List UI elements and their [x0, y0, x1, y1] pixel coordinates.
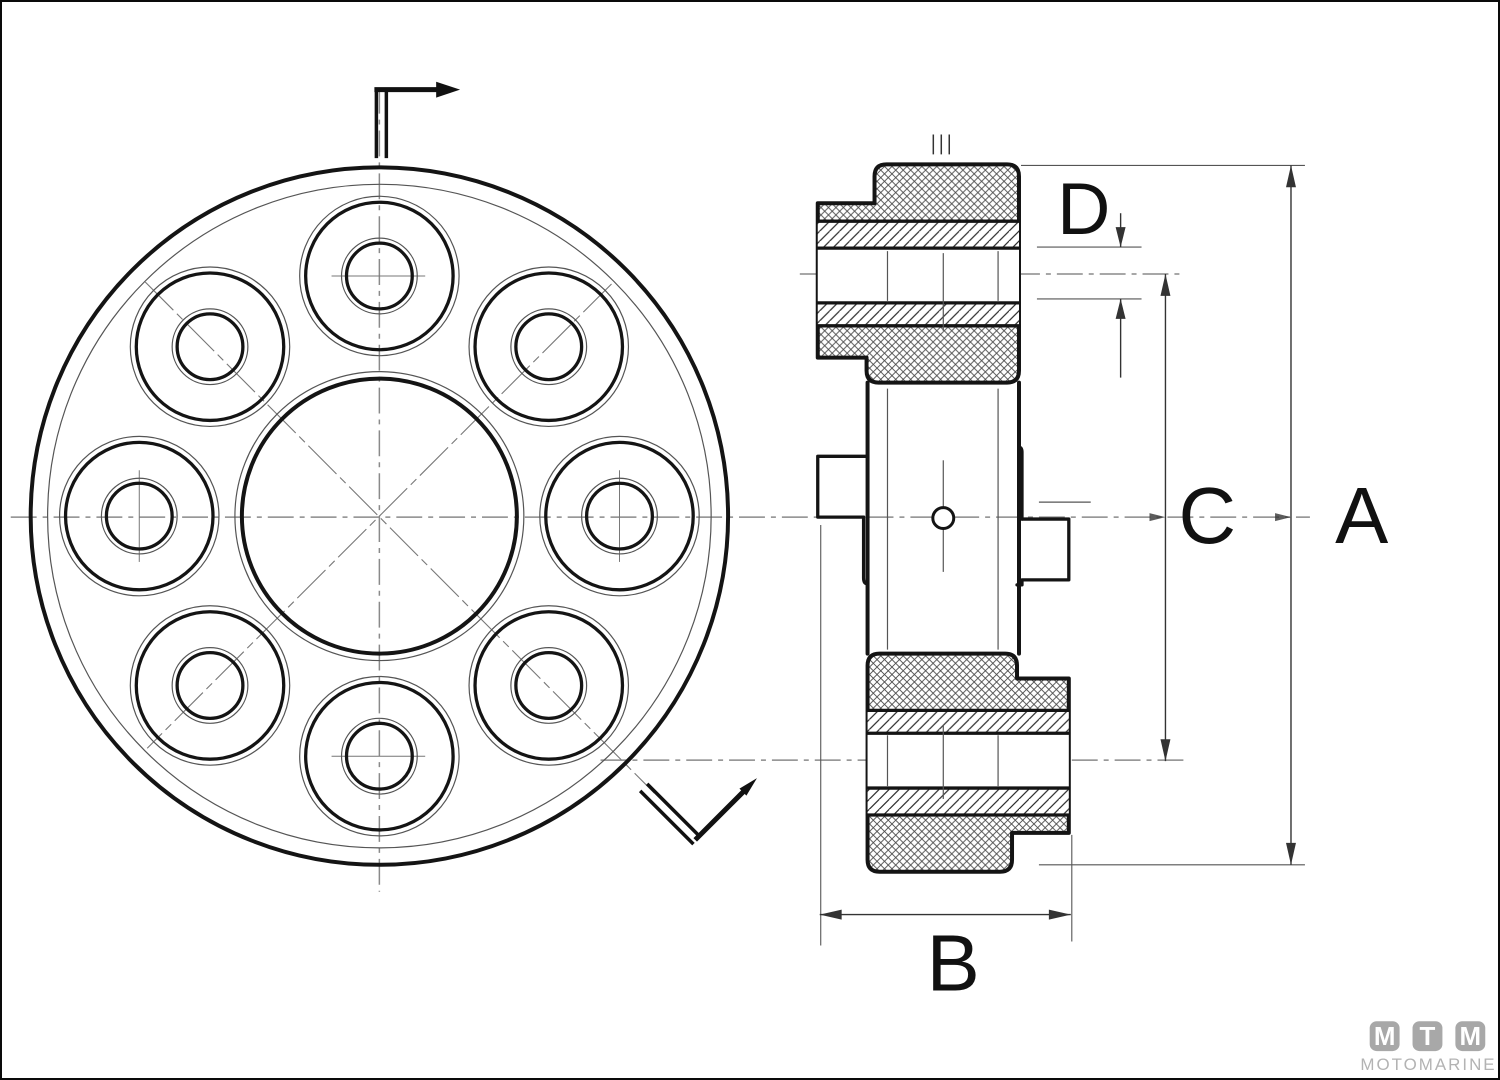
- dimension-a: A: [1020, 164, 1388, 866]
- bolt-hole: [299, 195, 460, 357]
- logo-caption: MOTOMARINE: [1360, 1055, 1496, 1074]
- logo-block: [1455, 1021, 1486, 1052]
- section-cut-arrow-bottom: [638, 778, 757, 846]
- hub-outline: [865, 380, 1091, 656]
- logo-letter: M: [1460, 1023, 1482, 1051]
- dimension-b-label: B: [927, 918, 980, 1007]
- bolt-hole: [129, 266, 291, 428]
- logo-block: [1369, 1021, 1400, 1052]
- outer-rim: [28, 165, 731, 867]
- right-flange-outline: [1015, 445, 1071, 587]
- bolt-hole: [58, 435, 220, 597]
- bolt-hole: [299, 675, 460, 837]
- section-cut-arrow-top: [374, 81, 461, 159]
- dimension-b: B: [819, 525, 1073, 1007]
- front-view: [28, 165, 731, 867]
- pilot-bore: [234, 371, 525, 662]
- left-flange-outline: [816, 454, 870, 586]
- bolt-hole: [129, 605, 291, 766]
- logo-letter: M: [1374, 1023, 1396, 1051]
- bolt-hole: [468, 266, 630, 428]
- section-view: [815, 134, 1091, 874]
- logo-letter: T: [1420, 1023, 1436, 1051]
- dimension-d-label: D: [1057, 167, 1110, 250]
- upper-flange-section: [815, 162, 1021, 385]
- mtm-logo: M T M MOTOMARINE: [1360, 1021, 1496, 1074]
- lower-flange-section: [865, 651, 1071, 874]
- dimension-c: C: [1149, 273, 1237, 762]
- bolt-hole: [468, 605, 630, 766]
- bolt-center-mark: [931, 506, 956, 531]
- logo-block: [1412, 1021, 1443, 1052]
- bolt-holes: [58, 195, 700, 837]
- triple-tick-mark: [932, 134, 951, 155]
- dimension-c-label: C: [1179, 471, 1237, 560]
- dimension-a-label: A: [1335, 471, 1388, 560]
- dimension-d: D: [1036, 167, 1142, 378]
- bolt-hole: [539, 435, 700, 597]
